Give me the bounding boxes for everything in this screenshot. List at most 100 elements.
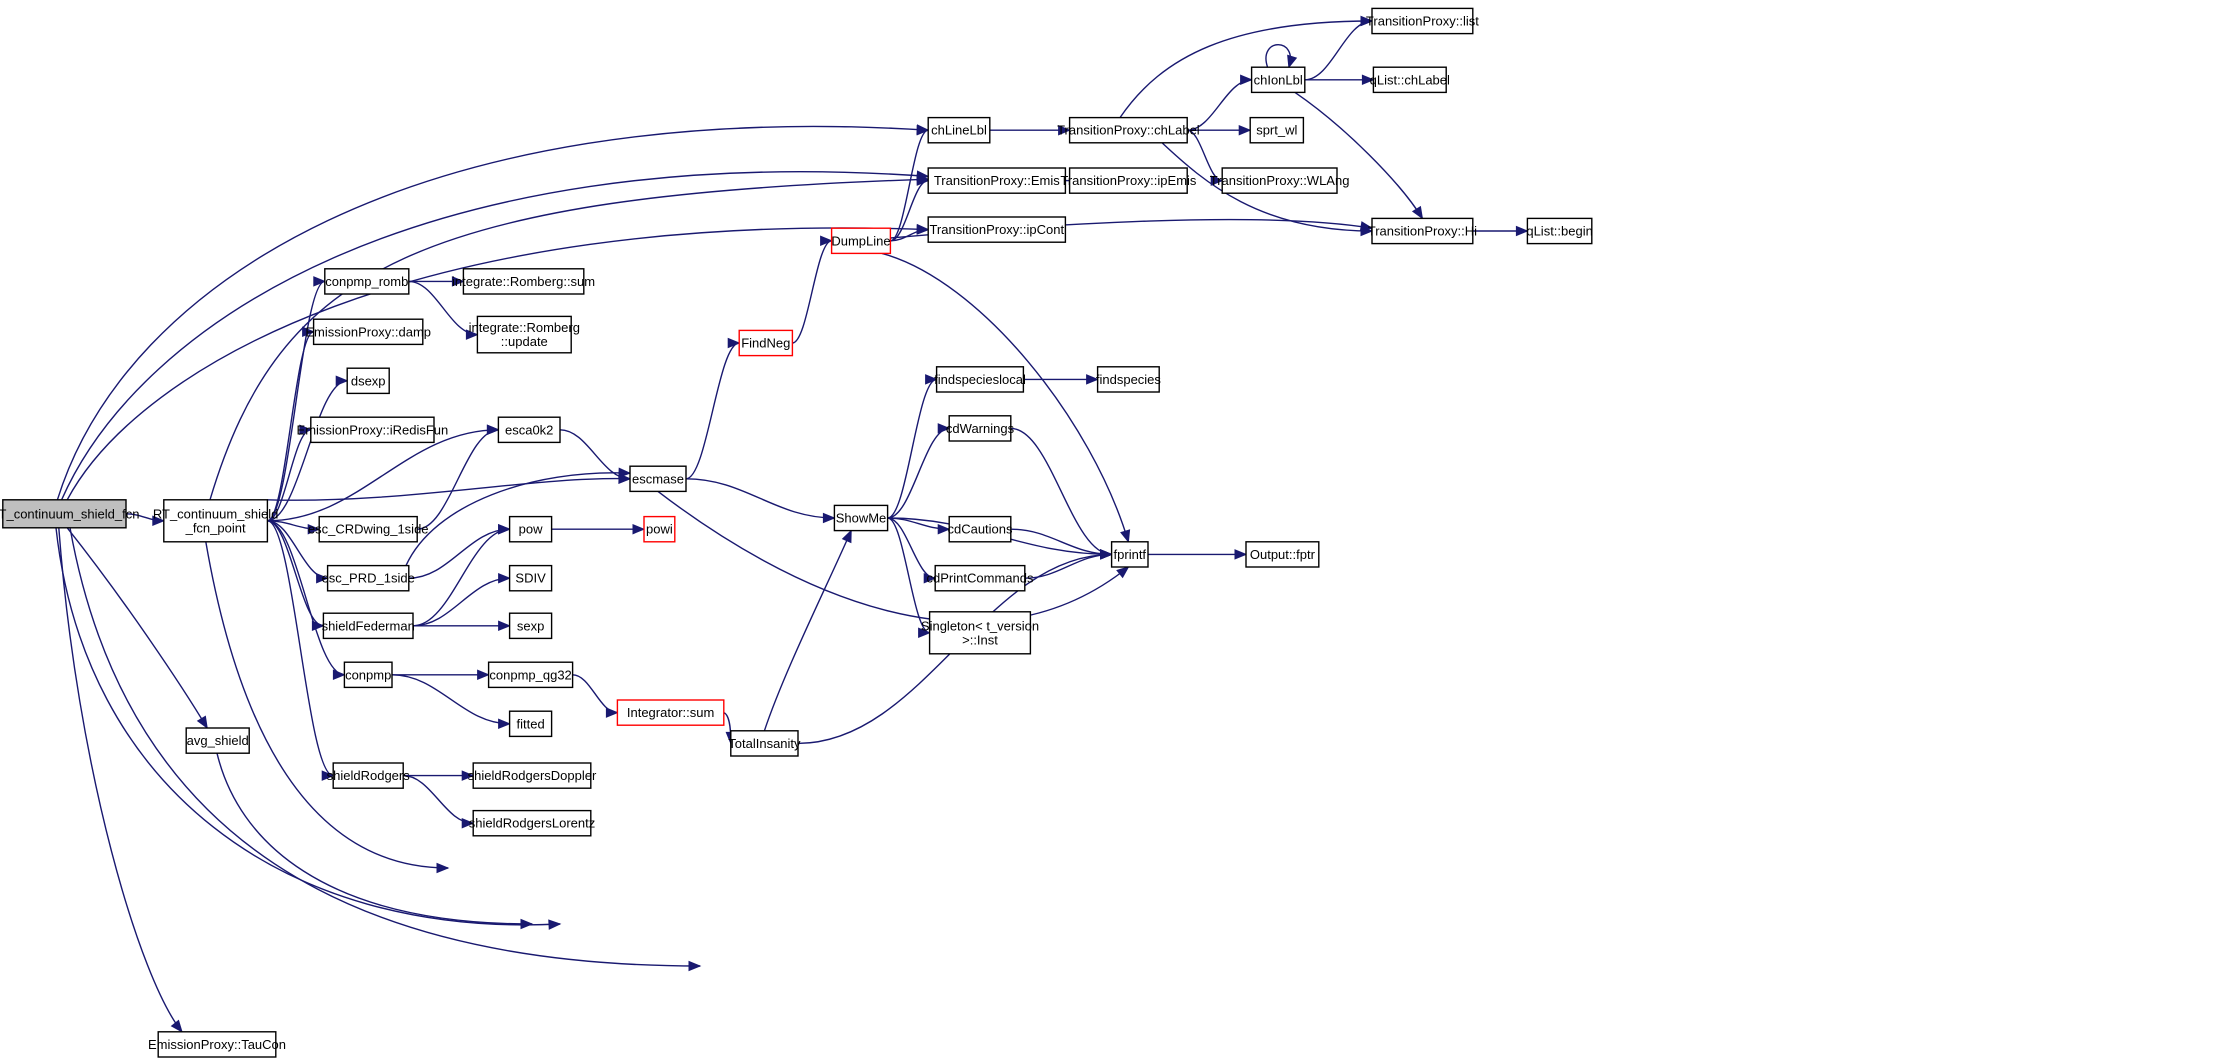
node-box [934, 564, 1026, 592]
edge-root-to-chlinelbl [56, 124, 930, 501]
edge-point-to-conpmp-romb [267, 276, 327, 522]
node-label: avg_shield [187, 733, 249, 748]
edge-line [267, 429, 499, 522]
edge-arrowhead [1116, 566, 1130, 579]
node-box [326, 564, 410, 592]
node-conpmp[interactable]: conpmp [343, 661, 393, 689]
node-label: dsexp [351, 373, 386, 388]
node-shieldrog[interactable]: shieldRodgers [327, 762, 411, 789]
node-chionlbl[interactable]: chIonLbl [1250, 66, 1306, 94]
node-shieldfed[interactable]: shieldFederman [322, 612, 415, 640]
node-cdwarnings[interactable]: cdWarnings [946, 415, 1015, 442]
node-fprintf[interactable]: fprintf [1110, 541, 1149, 568]
edge-cdwarnings-to-fprintf [1010, 427, 1113, 560]
node-showme[interactable]: ShowMe [833, 504, 889, 532]
node-avg-shield[interactable]: avg_shield [185, 727, 250, 754]
edge-arrowhead [313, 276, 327, 287]
node-tp-ipcont[interactable]: TransitionProxy::ipCont [927, 216, 1067, 243]
node-dumpline[interactable]: DumpLine [830, 227, 892, 255]
node-roglor[interactable]: shieldRodgersLorentz [469, 809, 595, 837]
node-rogdop[interactable]: shieldRodgersDoppler [468, 762, 597, 789]
node-damp[interactable]: EmissionProxy::damp [305, 318, 431, 346]
node-label: EmissionProxy::TauCon [148, 1037, 286, 1052]
edge-line [205, 541, 449, 869]
edge-arrowhead [1361, 74, 1375, 86]
node-label: sprt_wl [1256, 123, 1297, 138]
node-sprt-wl[interactable]: sprt_wl [1249, 116, 1305, 144]
node-tp-hi[interactable]: TransitionProxy::Hi [1368, 217, 1477, 245]
node-sdiv[interactable]: SDIV [508, 564, 553, 592]
node-label: shieldRodgers [327, 768, 411, 783]
node-label: TransitionProxy::WLAng [1210, 173, 1350, 188]
node-tp-chlabel[interactable]: TransitionProxy::chLabel [1057, 116, 1200, 144]
edge-arrowhead [316, 572, 329, 584]
edge-esca0k2-to-escmase [559, 429, 632, 485]
edge-line [56, 125, 929, 501]
node-conpmp-romb[interactable]: conpmp_romb [324, 268, 410, 295]
edge-point-to-shieldrog [267, 520, 335, 781]
edge-showme-to-cdprintcommands [887, 517, 937, 584]
edge-line [685, 342, 740, 480]
node-sexp[interactable]: sexp [508, 612, 553, 640]
node-chlinelbl[interactable]: chLineLbl [927, 116, 991, 144]
node-cdcautions[interactable]: cdCautions [947, 515, 1013, 543]
node-singleton[interactable]: Singleton< t_version>::Inst [921, 611, 1039, 655]
node-findspecieslocal[interactable]: findspecieslocal [934, 366, 1026, 393]
edge-line [1119, 20, 1373, 118]
node-box [643, 515, 676, 543]
node-box [927, 167, 1067, 194]
node-pow[interactable]: pow [508, 515, 553, 543]
node-taucon[interactable]: EmissionProxy::TauCon [148, 1031, 286, 1058]
edge-shieldfed-to-sexp [412, 620, 511, 632]
edge-arrowhead [605, 707, 619, 718]
node-esc-prd[interactable]: esc_PRD_1side [322, 564, 415, 592]
node-box [346, 367, 390, 395]
node-powi[interactable]: powi [643, 515, 676, 543]
node-conpmp-qg32[interactable]: conpmp_qg32 [487, 661, 574, 689]
edge-escmase-to-showme [685, 478, 836, 524]
node-fitted[interactable]: fitted [508, 710, 553, 738]
node-dsexp[interactable]: dsexp [346, 367, 390, 395]
node-totalins[interactable]: TotalInsanity [728, 730, 801, 757]
node-box [1245, 541, 1320, 568]
node-qlist-chlabel[interactable]: qList::chLabel [1370, 66, 1450, 94]
node-box [508, 612, 553, 640]
node-tp-ipemis[interactable]: TransitionProxy::ipEmis [1060, 167, 1197, 194]
node-cdprintcommands[interactable]: cdPrintCommands [927, 564, 1034, 592]
edge-line [1294, 91, 1423, 219]
node-esc-crd[interactable]: esc_CRDwing_1side [308, 515, 429, 543]
node-findspecies[interactable]: findspecies [1096, 366, 1162, 393]
edge-line [890, 129, 929, 242]
node-label: cdPrintCommands [927, 571, 1034, 586]
node-box [163, 499, 269, 543]
node-label: ::update [501, 334, 548, 349]
node-output-fptr[interactable]: Output::fptr [1245, 541, 1320, 568]
node-esca0k2[interactable]: esca0k2 [497, 416, 561, 444]
node-box [1110, 541, 1149, 568]
edge-line [1161, 142, 1373, 232]
node-box [318, 515, 418, 543]
node-iredis[interactable]: EmissionProxy::iRedisFun [297, 416, 449, 444]
node-label: _fcn_point [185, 520, 246, 535]
node-point[interactable]: RT_continuum_shield_fcn_point [153, 499, 279, 543]
edge-arrowhead [461, 770, 475, 781]
node-tp-list[interactable]: TransitionProxy::list [1366, 7, 1479, 35]
node-romb-sum[interactable]: integrate::Romberg::sum [452, 268, 595, 295]
node-tp-emis[interactable]: TransitionProxy::Emis [927, 167, 1067, 194]
node-label: ShowMe [836, 511, 887, 526]
edge-arrowhead [618, 473, 632, 485]
edge-arrowhead [1515, 225, 1529, 237]
edge-line [267, 477, 631, 501]
edge-arrowhead [1287, 54, 1298, 69]
node-romb-update[interactable]: integrate::Romberg::update [469, 315, 580, 354]
node-findneg[interactable]: FindNeg [738, 329, 794, 357]
edge-arrowhead [632, 523, 646, 535]
node-box [2, 499, 127, 529]
node-qlist-begin[interactable]: qList::begin [1526, 217, 1593, 245]
edge-arrowhead [520, 918, 534, 930]
node-escmase[interactable]: escmase [629, 465, 687, 493]
node-integ-sum[interactable]: Integrator::sum [616, 699, 725, 726]
edge-dumpline-to-tp-emis [890, 175, 930, 242]
node-tp-wlang[interactable]: TransitionProxy::WLAng [1210, 167, 1350, 194]
edge-line [1024, 553, 1112, 579]
